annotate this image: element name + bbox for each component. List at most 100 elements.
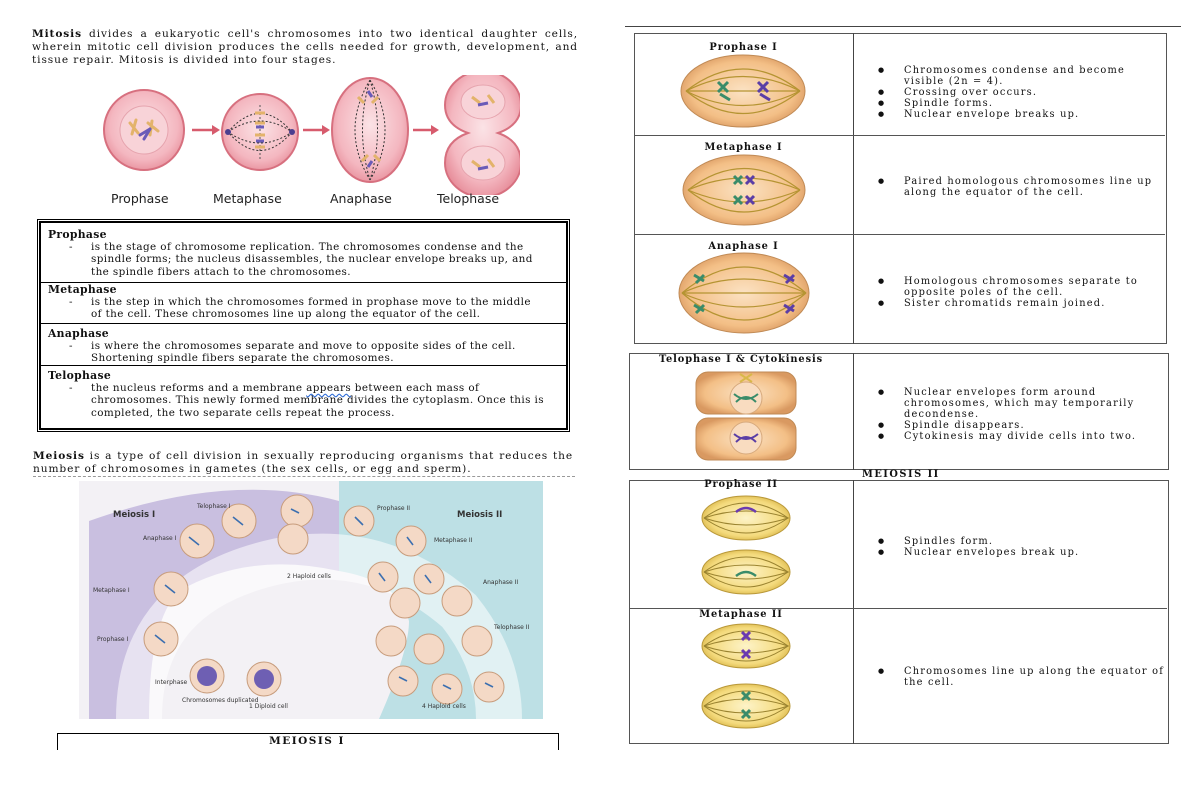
definition-text-post: between each mass of chromosomes. This n… xyxy=(91,382,544,419)
cycle-label-haploid-cells-4: 4 Haploid cells xyxy=(422,703,466,710)
cycle-label-anaphase-2: Anaphase II xyxy=(483,579,519,586)
arrow-2 xyxy=(303,125,330,135)
meiosis-1-header-box xyxy=(57,733,559,750)
mitosis-intro: Mitosis divides a eukaryotic cell's chro… xyxy=(32,28,578,67)
meiosis-2-table xyxy=(629,480,1169,744)
bullet-item: Spindle forms. xyxy=(874,98,1164,109)
bullets-metaphase-2: Chromosomes line up along the equator of… xyxy=(874,666,1164,688)
mitosis-intro-text: divides a eukaryotic cell's chromosomes … xyxy=(32,28,578,66)
definition-text-content: is where the chromosomes separate and mo… xyxy=(91,340,516,365)
telophase-1-cell-image xyxy=(695,371,797,461)
cycle-label-anaphase-1: Anaphase I xyxy=(143,535,177,542)
row-separator xyxy=(634,135,1165,136)
metaphase-cell xyxy=(221,93,299,171)
meiosis-2-header: MEIOSIS II xyxy=(862,469,940,480)
telophase-1-table xyxy=(629,353,1169,470)
bullet-item: Crossing over occurs. xyxy=(874,87,1164,98)
bullet-item: Spindles form. xyxy=(874,536,1164,547)
prophase-cell xyxy=(103,89,185,171)
definition-heading: Telophase xyxy=(48,369,112,382)
meiosis-cycle-illustration: Meiosis I Meiosis II Telophase I Anaphas… xyxy=(79,481,543,719)
definition-heading: Anaphase xyxy=(48,327,109,340)
cycle-label-telophase-2: Telophase II xyxy=(494,624,530,631)
prophase-2-cell-images xyxy=(701,495,791,595)
stage-label-anaphase: Anaphase xyxy=(330,191,392,206)
row-separator xyxy=(634,234,1165,235)
cycle-title-meiosis-2: Meiosis II xyxy=(457,510,503,520)
bullet-item: Paired homologous chromosomes line up al… xyxy=(874,176,1164,198)
phase-title-anaphase-1: Anaphase I xyxy=(708,241,779,252)
arrow-3 xyxy=(413,125,439,135)
mitosis-term: Mitosis xyxy=(32,28,82,40)
phase-title-metaphase-2: Metaphase II xyxy=(699,609,783,620)
dashed-separator xyxy=(33,476,575,477)
definition-text-pre: the nucleus reforms and a membrane xyxy=(91,382,307,394)
prophase-1-cell-image xyxy=(680,54,806,128)
stage-label-telophase: Telophase xyxy=(437,191,500,206)
definition-metaphase: Metaphase - is the step in which the chro… xyxy=(41,283,566,324)
bullets-telophase-1: Nuclear envelopes form around chromosome… xyxy=(874,387,1164,442)
bullets-prophase-2: Spindles form. Nuclear envelopes break u… xyxy=(874,536,1164,558)
definition-prophase: Prophase - is the stage of chromosome rep… xyxy=(41,228,566,283)
bullet-item: Chromosomes line up along the equator of… xyxy=(874,666,1164,688)
bullet-item: Homologous chromosomes separate to oppos… xyxy=(874,276,1164,298)
cycle-title-meiosis-1: Meiosis I xyxy=(113,510,156,520)
dash-marker: - xyxy=(69,296,73,308)
dash-marker: - xyxy=(69,241,73,253)
definition-text: - the nucleus reforms and a membrane appe… xyxy=(69,382,544,419)
definition-text: - is the step in which the chromosomes fo… xyxy=(69,296,544,321)
cycle-label-metaphase-2: Metaphase II xyxy=(434,537,473,544)
bullet-item: Chromosomes condense and become visible … xyxy=(874,65,1164,87)
definition-text-content: is the step in which the chromosomes for… xyxy=(91,296,531,321)
bullet-item: Nuclear envelopes break up. xyxy=(874,547,1164,558)
cycle-label-diploid-cell: 1 Diploid cell xyxy=(249,703,288,710)
bullets-anaphase-1: Homologous chromosomes separate to oppos… xyxy=(874,276,1164,309)
definition-telophase: Telophase - the nucleus reforms and a mem… xyxy=(41,369,566,425)
stage-label-metaphase: Metaphase xyxy=(213,191,282,206)
cycle-label-chromosomes-duplicated: Chromosomes duplicated xyxy=(182,697,259,704)
definition-anaphase: Anaphase - is where the chromosomes separ… xyxy=(41,327,566,366)
phase-title-prophase-2: Prophase II xyxy=(704,479,778,490)
cycle-label-prophase-1: Prophase I xyxy=(97,636,129,643)
definition-heading: Prophase xyxy=(48,228,107,241)
cycle-label-telophase-1: Telophase I xyxy=(197,503,231,510)
anaphase-cell xyxy=(331,77,409,183)
table-column-divider xyxy=(853,480,854,744)
bullets-prophase-1: Chromosomes condense and become visible … xyxy=(874,65,1164,120)
meiosis-intro-text: is a type of cell division in sexually r… xyxy=(33,450,573,475)
table-column-divider xyxy=(853,33,854,344)
cycle-label-interphase: Interphase xyxy=(155,679,188,686)
meiosis-1-header: MEIOSIS I xyxy=(269,735,345,747)
telophase-cell xyxy=(443,75,520,195)
cycle-label-prophase-2: Prophase II xyxy=(377,505,411,512)
definition-text: - is the stage of chromosome replication.… xyxy=(69,241,544,278)
metaphase-1-cell-image xyxy=(682,154,806,226)
dash-marker: - xyxy=(69,340,73,352)
bullet-item: Nuclear envelope breaks up. xyxy=(874,109,1164,120)
meiosis-1-table xyxy=(634,33,1167,344)
cycle-label-haploid-cells-2: 2 Haploid cells xyxy=(287,573,331,580)
definition-text-content: is the stage of chromosome replication. … xyxy=(91,241,533,278)
table-column-divider xyxy=(853,353,854,470)
mitosis-stages-illustration xyxy=(103,75,520,195)
phase-title-telophase-1: Telophase I & Cytokinesis xyxy=(658,354,824,365)
bullet-item: Sister chromatids remain joined. xyxy=(874,298,1164,309)
phase-title-prophase-1: Prophase I xyxy=(709,42,778,53)
row-separator xyxy=(629,608,1167,609)
arrow-1 xyxy=(192,125,220,135)
meiosis-cycle-graphic xyxy=(89,481,543,719)
cycle-label-metaphase-1: Metaphase I xyxy=(93,587,130,594)
definition-heading: Metaphase xyxy=(48,283,117,296)
stage-label-prophase: Prophase xyxy=(111,191,169,206)
meiosis-term: Meiosis xyxy=(33,450,85,462)
dash-marker: - xyxy=(69,382,73,394)
definition-text: - is where the chromosomes separate and m… xyxy=(69,340,544,365)
spellcheck-underlined-word: appears xyxy=(306,382,352,394)
bullet-item: Nuclear envelopes form around chromosome… xyxy=(874,387,1164,420)
bullets-metaphase-1: Paired homologous chromosomes line up al… xyxy=(874,176,1164,198)
top-rule xyxy=(625,26,1181,27)
bullet-item: Cytokinesis may divide cells into two. xyxy=(874,431,1164,442)
phase-title-metaphase-1: Metaphase I xyxy=(704,142,783,153)
mitosis-definitions-box: Prophase - is the stage of chromosome rep… xyxy=(37,219,570,432)
anaphase-1-cell-image xyxy=(678,252,810,334)
